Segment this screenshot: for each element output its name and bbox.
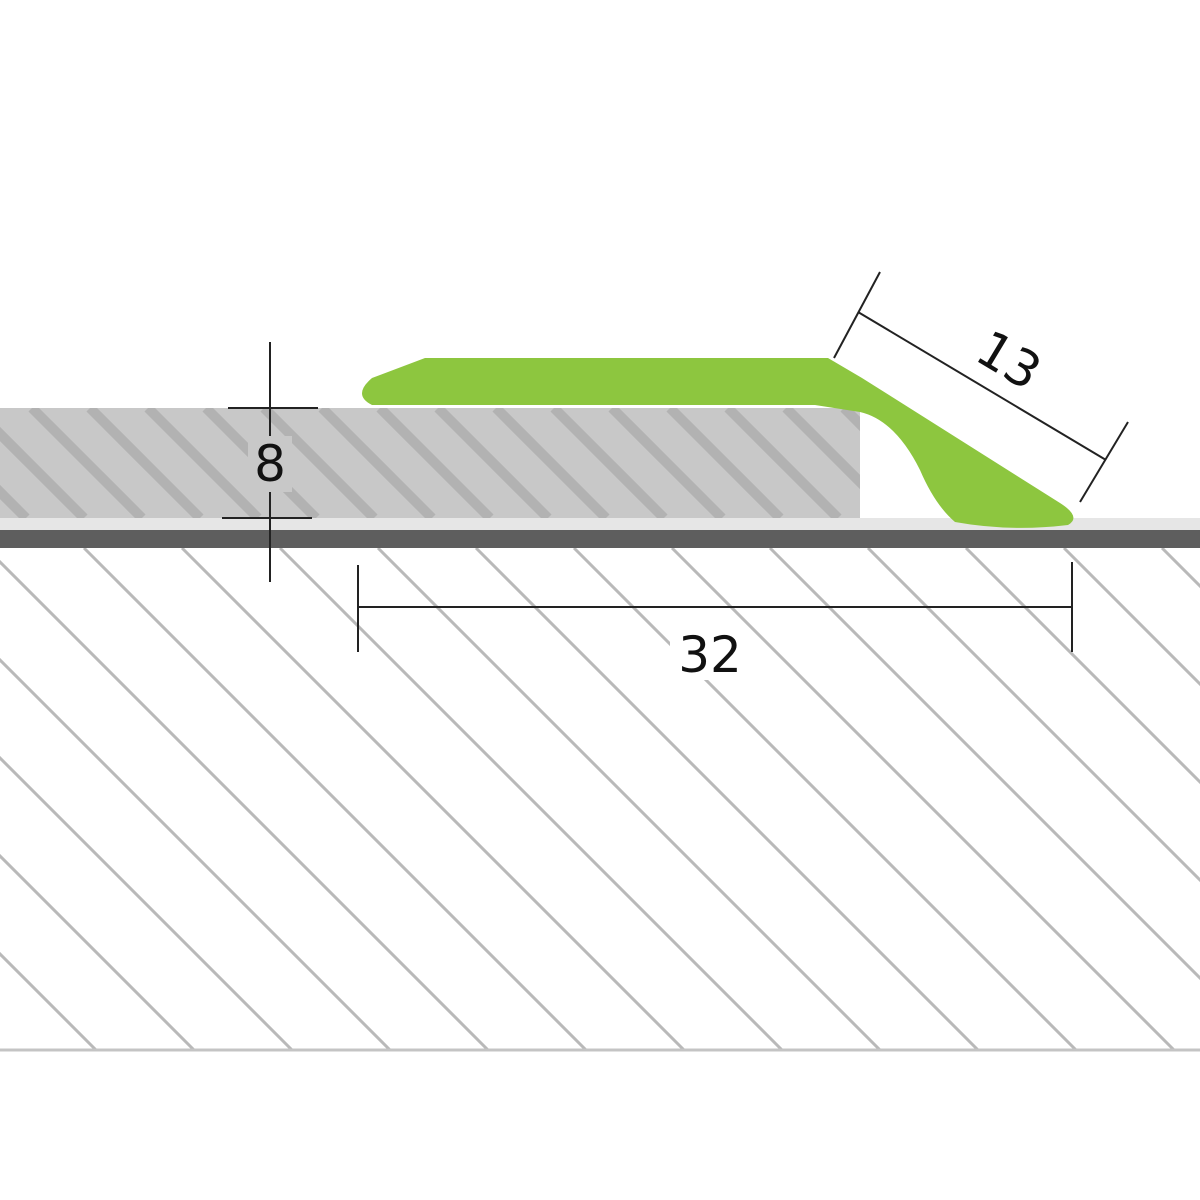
- covering-stripe: [724, 408, 842, 518]
- floor-covering-stripes: [0, 408, 860, 518]
- covering-stripe: [550, 408, 668, 518]
- covering-stripe: [782, 408, 860, 490]
- covering-stripe: [144, 408, 262, 518]
- width-label-bg: [670, 628, 750, 680]
- floor-covering: [0, 408, 860, 518]
- slope-start-tick: [833, 271, 881, 359]
- hatch-line: [82, 548, 588, 1050]
- subfloor-hatch: [0, 548, 1200, 1050]
- hatch-line: [0, 559, 490, 1050]
- covering-stripe: [86, 408, 204, 518]
- covering-stripe: [666, 408, 784, 518]
- covering-stripe: [492, 408, 610, 518]
- slope-label: 13: [967, 319, 1051, 401]
- covering-stripe: [0, 484, 30, 518]
- thickness-label-bg: [248, 436, 292, 492]
- hatch-line: [866, 548, 1200, 883]
- dimension-width: [357, 562, 1073, 652]
- hatch-line: [278, 548, 784, 1050]
- hatch-line: [0, 951, 98, 1050]
- hatch-line: [964, 548, 1200, 785]
- transition-profile: [362, 358, 1074, 528]
- hatch-line: [768, 548, 1200, 981]
- covering-stripe: [434, 408, 552, 518]
- width-label: 32: [678, 626, 742, 684]
- slope-end-tick: [1079, 421, 1129, 503]
- dimension-slope: [833, 271, 1129, 503]
- covering-stripe: [376, 408, 494, 518]
- covering-stripe: [260, 408, 378, 518]
- covering-stripe: [608, 408, 726, 518]
- hatch-line: [376, 548, 882, 1050]
- subfloor-top-band: [0, 530, 1200, 548]
- slope-dimension-line: [857, 311, 1107, 461]
- subfloor: [0, 548, 1200, 1052]
- hatch-line: [0, 853, 196, 1050]
- hatch-line: [180, 548, 686, 1050]
- hatch-line: [0, 657, 392, 1050]
- covering-stripe: [318, 408, 436, 518]
- hatch-line: [1062, 548, 1200, 687]
- covering-stripe: [28, 408, 146, 518]
- hatch-line: [474, 548, 980, 1050]
- underlay-strip: [0, 518, 1200, 530]
- thickness-label: 8: [254, 435, 286, 493]
- hatch-line: [572, 548, 1078, 1050]
- covering-stripe: [0, 426, 88, 518]
- hatch-line: [670, 548, 1176, 1050]
- hatch-line: [0, 755, 294, 1050]
